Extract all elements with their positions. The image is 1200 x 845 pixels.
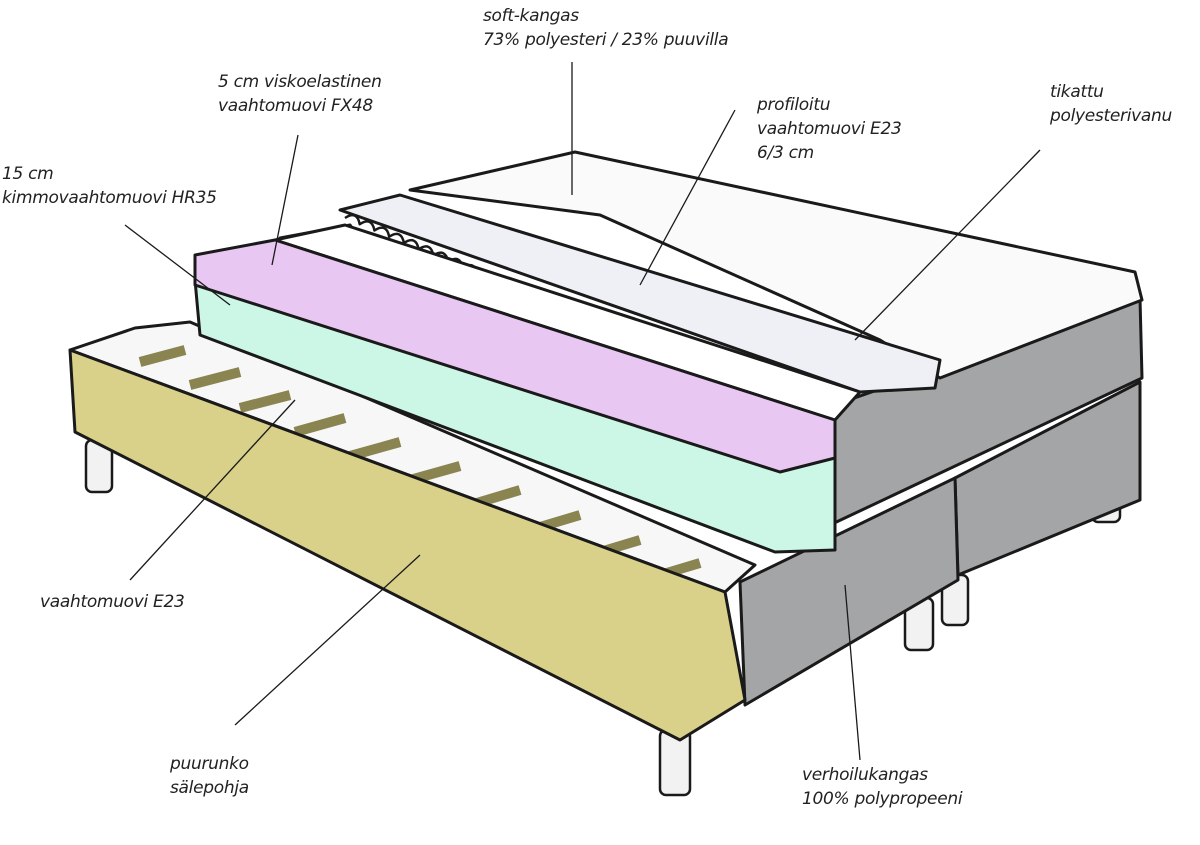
label-line: vaahtomuovi E23 (757, 119, 902, 139)
label-line: sälepohja (170, 778, 249, 798)
label-line: 5 cm viskoelastinen (218, 72, 382, 92)
visco-foam-layer (193, 238, 837, 474)
quilted-top-mattress (408, 150, 1144, 380)
label-line: puurunko (170, 754, 249, 774)
label-line: 100% polypropeeni (802, 789, 963, 809)
label-base-foam: vaahtomuovi E23 (40, 590, 185, 614)
label-line: 6/3 cm (757, 143, 814, 163)
label-line: soft-kangas (483, 6, 579, 26)
label-line: kimmovaahtomuovi HR35 (2, 188, 217, 208)
label-profiled-foam: profiloitu vaahtomuovi E23 6/3 cm (757, 93, 902, 165)
label-hr-foam: 15 cm kimmovaahtomuovi HR35 (2, 162, 217, 210)
label-upholstery: verhoilukangas 100% polypropeeni (802, 763, 963, 811)
leader-lines (124, 62, 1041, 761)
label-visco-foam: 5 cm viskoelastinen vaahtomuovi FX48 (218, 70, 382, 118)
label-quilted-wadding: tikattu polyesterivanu (1050, 80, 1172, 128)
label-line: tikattu (1050, 82, 1104, 102)
label-soft-fabric: soft-kangas 73% polyesteri / 23% puuvill… (483, 4, 729, 52)
label-line: verhoilukangas (802, 765, 928, 785)
label-line: profiloitu (757, 95, 831, 115)
label-line: vaahtomuovi E23 (40, 592, 185, 612)
wooden-frame (68, 320, 757, 742)
label-line: vaahtomuovi FX48 (218, 96, 373, 116)
label-line: polyesterivanu (1050, 106, 1172, 126)
label-line: 73% polyesteri / 23% puuvilla (483, 30, 729, 50)
label-line: 15 cm (2, 164, 54, 184)
label-frame: puurunko sälepohja (170, 752, 249, 800)
